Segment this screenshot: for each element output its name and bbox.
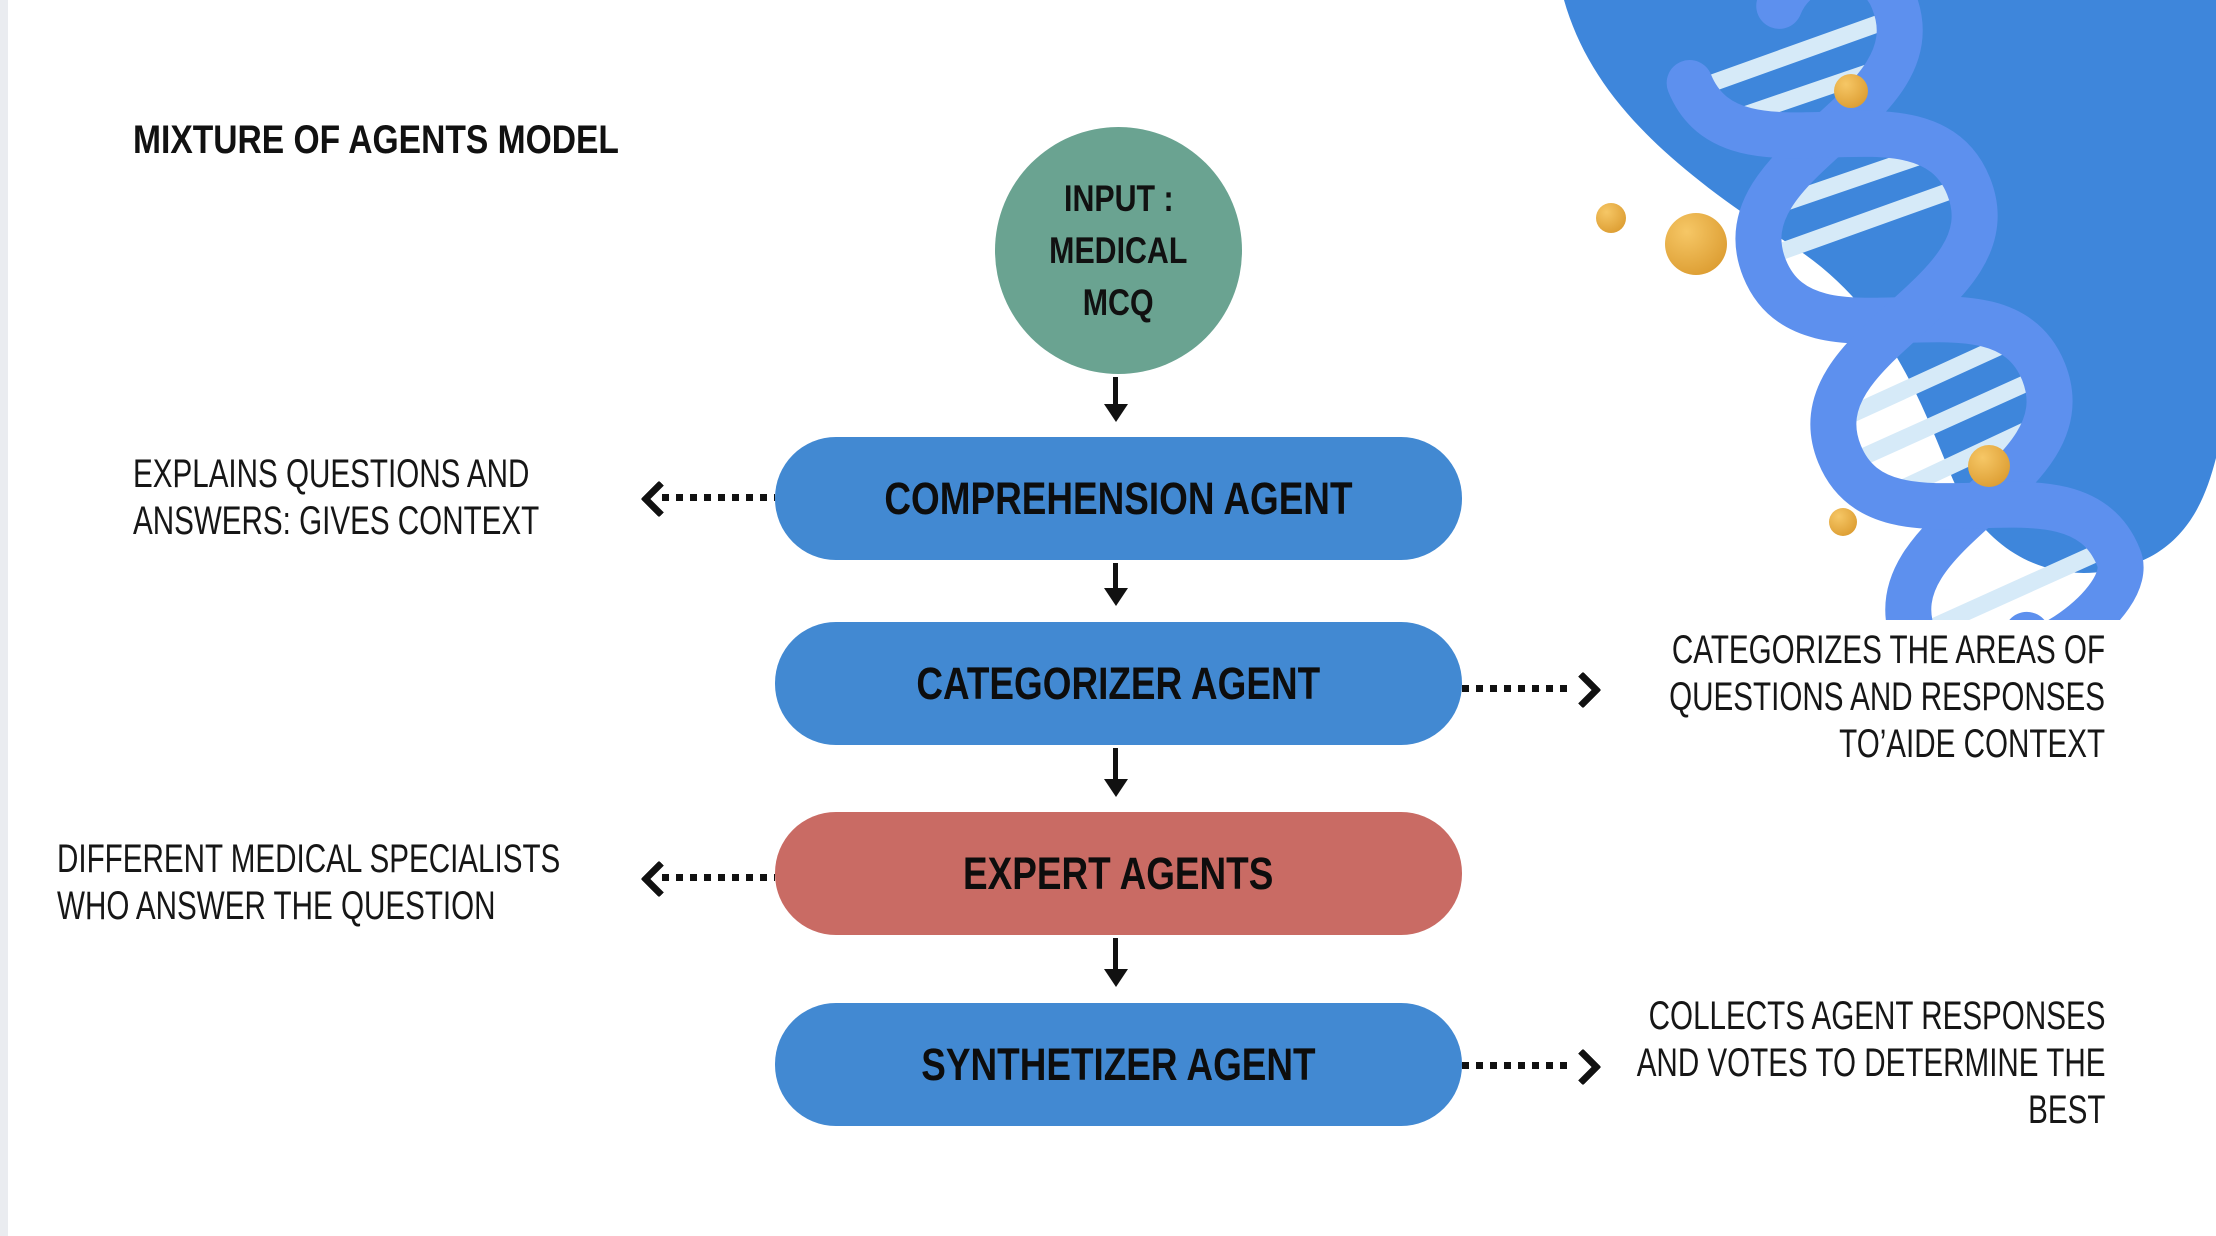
node-categorizer-agent: CATEGORIZER AGENT [775,622,1462,745]
chevron-right-icon [1564,671,1602,709]
input-node-line: MEDICAL [1049,229,1188,271]
dotted-arrow-left-icon [662,494,775,501]
annotation-comprehension: EXPLAINS QUESTIONS AND ANSWERS: GIVES CO… [133,451,539,545]
arrow-down-icon [1113,748,1118,792]
gold-sphere [1596,203,1626,233]
dotted-arrow-right-icon [1462,1062,1574,1069]
dna-illustration [1564,0,2216,620]
annotation-line: DIFFERENT MEDICAL SPECIALISTS [57,837,561,881]
annotation-line: CATEGORIZES THE AREAS OF [1671,628,2105,672]
arrow-down-icon [1113,563,1118,601]
annotation-line: ANSWERS: GIVES CONTEXT [133,499,540,543]
annotation-line: EXPLAINS QUESTIONS AND [133,452,530,496]
annotation-synthetizer: COLLECTS AGENT RESPONSES AND VOTES TO DE… [1636,993,2105,1134]
node-expert-agents: EXPERT AGENTS [775,812,1462,935]
node-label: SYNTHETIZER AGENT [921,1038,1316,1090]
annotation-line: WHO ANSWER THE QUESTION [57,884,496,928]
dna-helix [1666,0,2144,620]
node-comprehension-agent: COMPREHENSION AGENT [775,437,1462,560]
annotation-experts: DIFFERENT MEDICAL SPECIALISTS WHO ANSWER… [57,836,560,930]
annotation-line: BEST [2027,1088,2105,1132]
gold-sphere [1829,508,1857,536]
chevron-left-icon [640,860,678,898]
input-node-line: INPUT : [1063,177,1174,219]
annotation-line: COLLECTS AGENT RESPONSES [1648,994,2105,1038]
node-label: EXPERT AGENTS [963,847,1274,899]
annotation-line: AND VOTES TO DETERMINE THE [1636,1041,2105,1085]
input-node-line: MCQ [1083,281,1154,323]
arrow-down-icon [1113,377,1118,417]
gold-sphere [1665,213,1727,275]
helix-strand [1735,0,2073,620]
annotation-line: TO’AIDE CONTEXT [1839,722,2105,766]
node-synthetizer-agent: SYNTHETIZER AGENT [775,1003,1462,1126]
gold-sphere [1968,445,2010,487]
left-edge-strip [0,0,8,1236]
chevron-right-icon [1564,1048,1602,1086]
chevron-left-icon [640,480,678,518]
node-label: CATEGORIZER AGENT [916,657,1321,709]
page-title: MIXTURE OF AGENTS MODEL [133,118,619,162]
helix-strand [1666,60,2144,620]
gold-sphere [1834,74,1868,108]
node-label: COMPREHENSION AGENT [884,472,1353,524]
annotation-line: QUESTIONS AND RESPONSES [1669,675,2105,719]
dotted-arrow-right-icon [1462,685,1574,692]
dotted-arrow-left-icon [662,874,775,881]
arrow-down-icon [1113,938,1118,982]
input-node: INPUT : MEDICAL MCQ [995,127,1242,374]
annotation-categorizer: CATEGORIZES THE AREAS OF QUESTIONS AND R… [1669,627,2105,768]
